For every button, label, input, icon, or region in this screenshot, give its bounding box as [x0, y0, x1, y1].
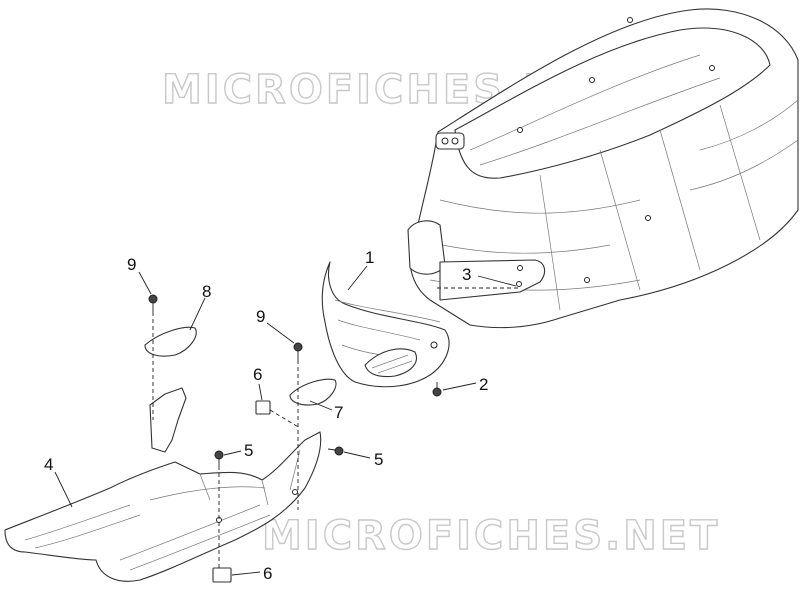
callout-9-right: 9 — [256, 307, 265, 326]
part-6-clip-upper — [255, 400, 271, 415]
part-1-inner-panel — [321, 261, 450, 388]
leader-9-right — [266, 322, 295, 344]
part-8-pad — [144, 326, 197, 357]
callout-2: 2 — [479, 375, 488, 394]
callout-9-left: 9 — [127, 255, 136, 274]
callout-7: 7 — [334, 403, 343, 422]
assembly-line-6-clip — [269, 409, 301, 429]
callout-1: 1 — [365, 248, 374, 267]
callout-6-lower: 6 — [263, 564, 272, 583]
part-4-footrest — [4, 387, 322, 582]
leader-6-lower — [231, 571, 261, 576]
leader-2 — [442, 382, 477, 391]
callout-6-upper: 6 — [253, 365, 262, 384]
part-7-pad — [289, 378, 337, 406]
screw-5-lower — [214, 450, 224, 466]
callout-4: 4 — [44, 455, 53, 474]
screw-9-right — [293, 342, 303, 360]
screw-2 — [432, 382, 442, 397]
leader-3 — [477, 275, 517, 287]
screw-9-left — [148, 294, 158, 312]
callout-5-lower: 5 — [244, 441, 253, 460]
leader-7 — [309, 400, 333, 411]
leader-5-lower — [223, 450, 242, 456]
leader-9-left — [138, 271, 152, 295]
screw-5-upper — [327, 446, 344, 456]
callout-5-upper: 5 — [374, 450, 383, 469]
callout-3: 3 — [462, 265, 471, 284]
watermark-bottom: MICROFICHES.NET — [262, 513, 720, 559]
leader-4 — [54, 471, 73, 508]
leader-6-upper — [258, 383, 263, 401]
part-6-clip-lower — [212, 567, 232, 583]
rear-body-shell — [407, 8, 799, 329]
leader-8 — [189, 297, 206, 331]
leader-5-upper — [343, 451, 371, 459]
leader-1 — [347, 265, 368, 291]
callout-8: 8 — [202, 282, 211, 301]
